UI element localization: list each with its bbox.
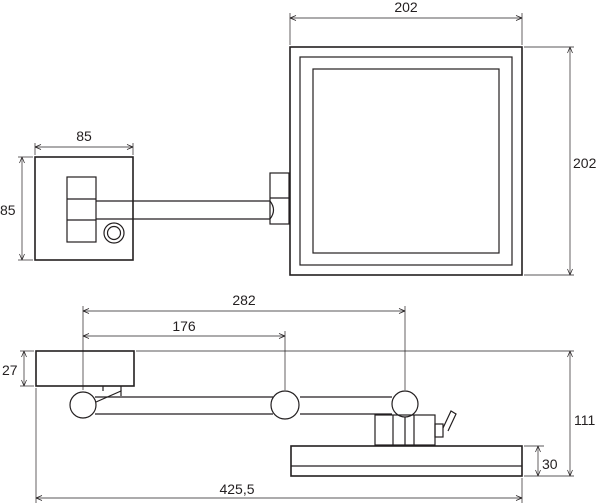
dim-label-base-height: 85 <box>0 202 16 218</box>
dim-mirror-height: 202 <box>524 46 597 276</box>
dim-label-base-depth: 27 <box>2 362 18 378</box>
dim-label-mirror-width: 202 <box>394 0 418 15</box>
hinge-assembly <box>374 410 457 446</box>
front-view: 202 202 85 85 <box>0 0 597 276</box>
dim-label-base-width: 85 <box>76 128 92 144</box>
dim-label-mirror-depth: 30 <box>542 456 558 472</box>
dim-base-width: 85 <box>34 128 134 155</box>
lower-arm <box>300 396 392 415</box>
joint-middle <box>270 390 300 420</box>
dim-label-arm-segment: 176 <box>172 318 196 334</box>
dim-base-height: 85 <box>0 156 33 261</box>
dim-label-arm-span: 282 <box>232 292 256 308</box>
dim-base-depth: 27 <box>2 350 34 387</box>
dim-mirror-width: 202 <box>289 0 523 45</box>
dim-label-total-length: 425,5 <box>219 481 254 497</box>
dim-label-total-depth: 111 <box>574 412 595 428</box>
arm-connector <box>269 172 290 225</box>
dim-total-length: 425,5 <box>35 388 523 503</box>
mirror-side <box>290 445 523 477</box>
wall-mount-block <box>35 350 135 391</box>
switch-button <box>103 222 125 244</box>
dim-arm-segment: 176 <box>82 318 286 390</box>
joint-wall <box>69 390 122 419</box>
swing-arm <box>96 200 275 220</box>
mirror-frame <box>289 46 523 276</box>
mounting-clip <box>66 176 97 243</box>
side-view: 282 176 27 111 <box>2 292 595 503</box>
joint-mirror <box>391 390 419 418</box>
dim-label-mirror-height: 202 <box>573 155 597 171</box>
upper-arm <box>95 396 273 415</box>
dim-mirror-depth: 30 <box>524 445 558 477</box>
wall-base-plate <box>34 156 134 261</box>
dim-arm-span: 282 <box>82 292 406 390</box>
dim-total-depth: 111 <box>136 350 595 477</box>
